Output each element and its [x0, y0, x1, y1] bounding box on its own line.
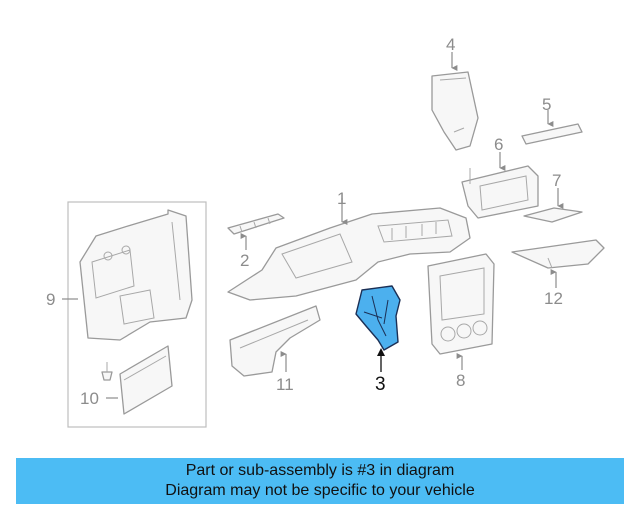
- part-8-center-bezel: 8: [427, 253, 495, 390]
- callout-10: 10: [80, 389, 99, 408]
- part-2-trim-strip: 2: [227, 213, 285, 270]
- callout-7: 7: [552, 171, 561, 190]
- callout-12: 12: [544, 289, 563, 308]
- part-1-instrument-panel: 1: [227, 189, 471, 301]
- callout-1: 1: [337, 189, 346, 208]
- callout-11: 11: [276, 375, 294, 394]
- part-9-panel-assembly: 9: [46, 201, 207, 428]
- part-6-bezel: 6: [461, 135, 539, 219]
- callout-6: 6: [494, 135, 503, 154]
- part-5-trim-piece: 5: [521, 95, 583, 145]
- part-11-lower-panel: 11: [229, 305, 321, 394]
- callout-3: 3: [375, 374, 386, 395]
- part-12-trim-panel: 12: [511, 239, 605, 308]
- part-4-air-duct: 4: [431, 35, 479, 151]
- callout-2: 2: [240, 251, 249, 270]
- info-banner: Part or sub-assembly is #3 in diagram Di…: [16, 458, 624, 504]
- part-3-bracket-highlighted: 3: [355, 285, 401, 395]
- part-10-cover: 10: [80, 345, 173, 415]
- callout-4: 4: [446, 35, 455, 54]
- parts-diagram: 9 10 2 1 11 3: [46, 35, 605, 428]
- callout-9: 9: [46, 290, 55, 309]
- part-7-tray: 7: [523, 171, 583, 223]
- banner-line-2: Diagram may not be specific to your vehi…: [165, 482, 475, 499]
- callout-5: 5: [542, 95, 551, 114]
- banner-line-1: Part or sub-assembly is #3 in diagram: [185, 462, 455, 479]
- callout-8: 8: [456, 371, 465, 390]
- inset-frame: [67, 201, 207, 428]
